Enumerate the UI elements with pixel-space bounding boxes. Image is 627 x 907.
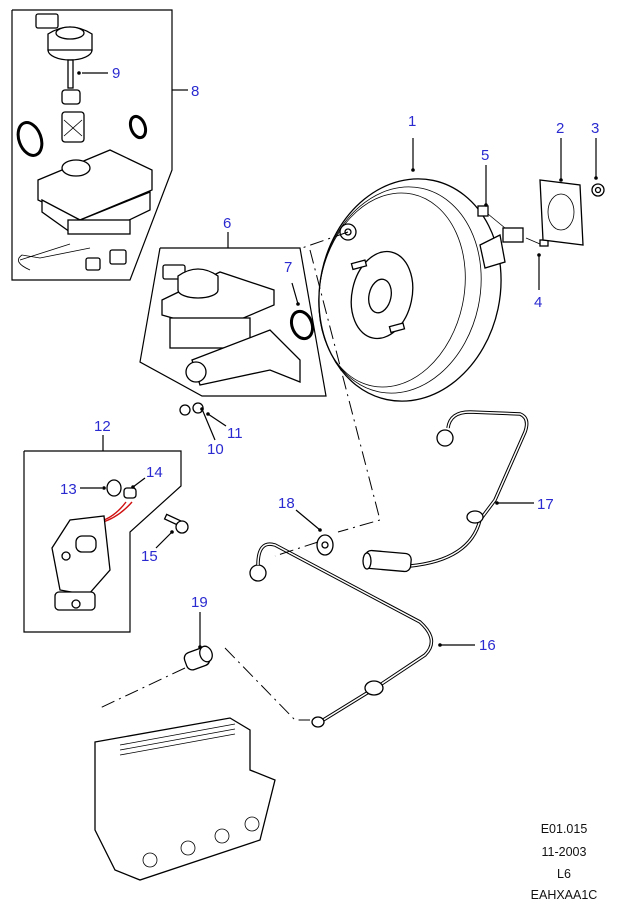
callout-16[interactable]: 16 [479, 637, 496, 654]
callout-7[interactable]: 7 [284, 259, 292, 276]
callout-3[interactable]: 3 [591, 120, 599, 137]
pressure-valve-drawing [51, 402, 204, 611]
callout-13[interactable]: 13 [60, 481, 77, 498]
reservoir-cap-drawing [16, 13, 148, 157]
vacuum-hose-16-drawing [249, 534, 434, 728]
callout-8[interactable]: 8 [191, 83, 199, 100]
callout-18[interactable]: 18 [278, 495, 295, 512]
callout-11[interactable]: 11 [227, 425, 243, 442]
callout-12[interactable]: 12 [94, 418, 111, 435]
brake-servo-drawing [318, 178, 605, 402]
caption-code: EAHXAA1C [530, 888, 598, 902]
callout-6[interactable]: 6 [223, 215, 231, 232]
callout-10[interactable]: 10 [207, 441, 224, 458]
callout-9[interactable]: 9 [112, 65, 120, 82]
callout-19[interactable]: 19 [191, 594, 208, 611]
callout-1[interactable]: 1 [408, 113, 416, 130]
caption-date: 11-2003 [541, 845, 587, 859]
callout-4[interactable]: 4 [534, 294, 542, 311]
vacuum-hose-17-drawing [362, 410, 529, 573]
kit-12-frame [23, 435, 182, 633]
kit-8-frame [11, 9, 188, 281]
callout-17[interactable]: 17 [537, 496, 554, 513]
caption-engine: L6 [557, 867, 571, 881]
leader-lines [77, 71, 598, 649]
callout-5[interactable]: 5 [481, 147, 489, 164]
connector-lines [99, 231, 381, 721]
callout-14[interactable]: 14 [146, 464, 163, 481]
caption-ref: E01.015 [540, 822, 588, 836]
intake-manifold-drawing [94, 717, 276, 881]
callout-labels: 1 2 3 4 5 6 7 8 9 10 11 12 13 14 15 16 1… [60, 65, 599, 654]
callout-15[interactable]: 15 [141, 548, 158, 565]
check-valve-drawing [183, 645, 213, 671]
callout-2[interactable]: 2 [556, 120, 564, 137]
reservoir-tank-drawing [18, 149, 153, 271]
kit-6-frame [139, 232, 327, 397]
master-cylinder-drawing [161, 264, 315, 386]
